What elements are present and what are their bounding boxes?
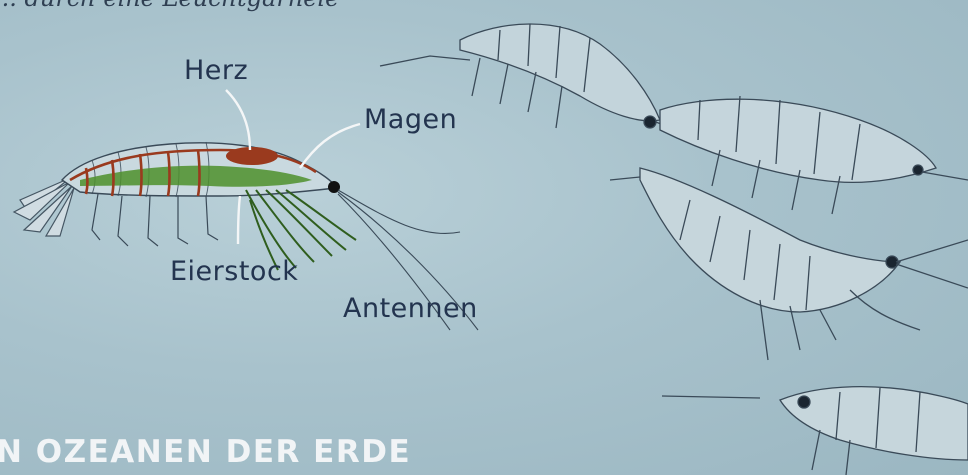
tail-fan	[14, 178, 74, 236]
shrimp-legs	[92, 194, 218, 246]
shrimp-eye	[328, 181, 340, 193]
label-stomach: Magen	[364, 104, 457, 135]
label-ovary: Eierstock	[170, 256, 298, 287]
shrimp-sketches	[380, 24, 968, 475]
label-heart: Herz	[184, 55, 248, 86]
caption-text: ... durch eine Leuchtgarnele	[0, 0, 339, 12]
label-antennae: Antennen	[343, 293, 478, 324]
sketch-shrimp-3	[610, 168, 968, 360]
sketch-shrimp-4	[662, 387, 968, 475]
section-heading: N OZEANEN DER ERDE	[0, 434, 411, 470]
heart-organ	[226, 147, 278, 165]
